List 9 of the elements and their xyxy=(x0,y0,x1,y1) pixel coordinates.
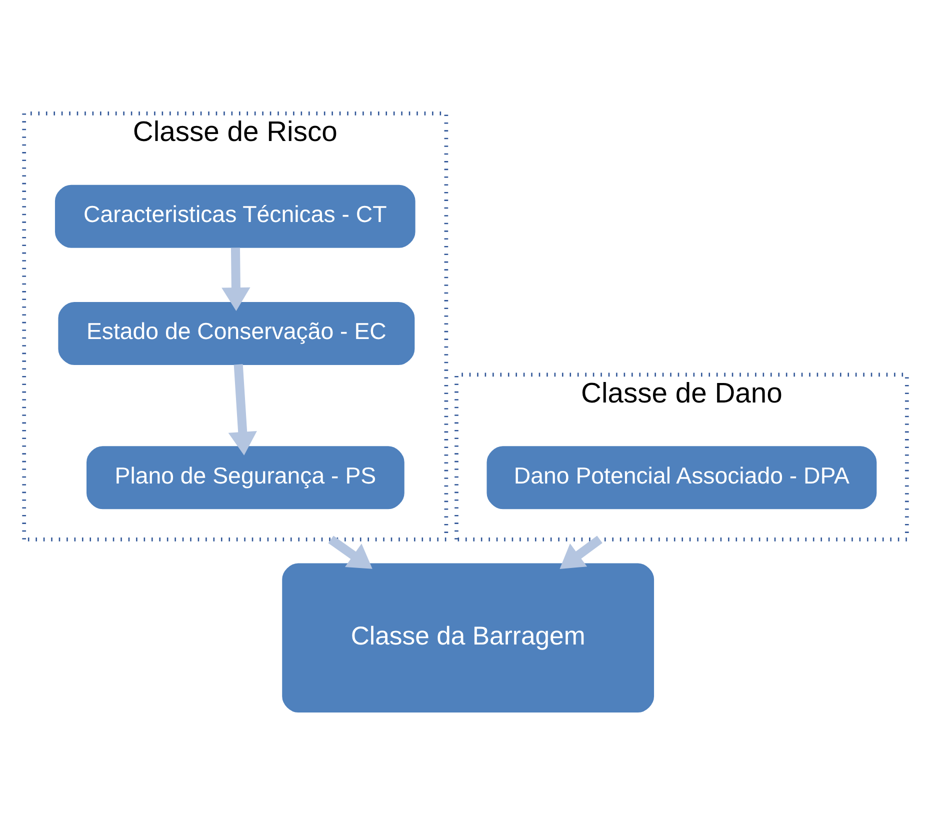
node-box: Plano de Segurança - PS xyxy=(86,446,404,510)
node-box: Classe da Barragem xyxy=(282,563,654,712)
arrow xyxy=(228,364,257,456)
arrow xyxy=(222,248,250,311)
node-box: Dano Potencial Associado - DPA xyxy=(486,446,877,510)
arrow xyxy=(328,536,372,569)
arrow xyxy=(560,536,602,569)
node-box: Caracteristicas Técnicas - CT xyxy=(54,184,416,248)
node-box: Estado de Conservação - EC xyxy=(58,302,415,366)
